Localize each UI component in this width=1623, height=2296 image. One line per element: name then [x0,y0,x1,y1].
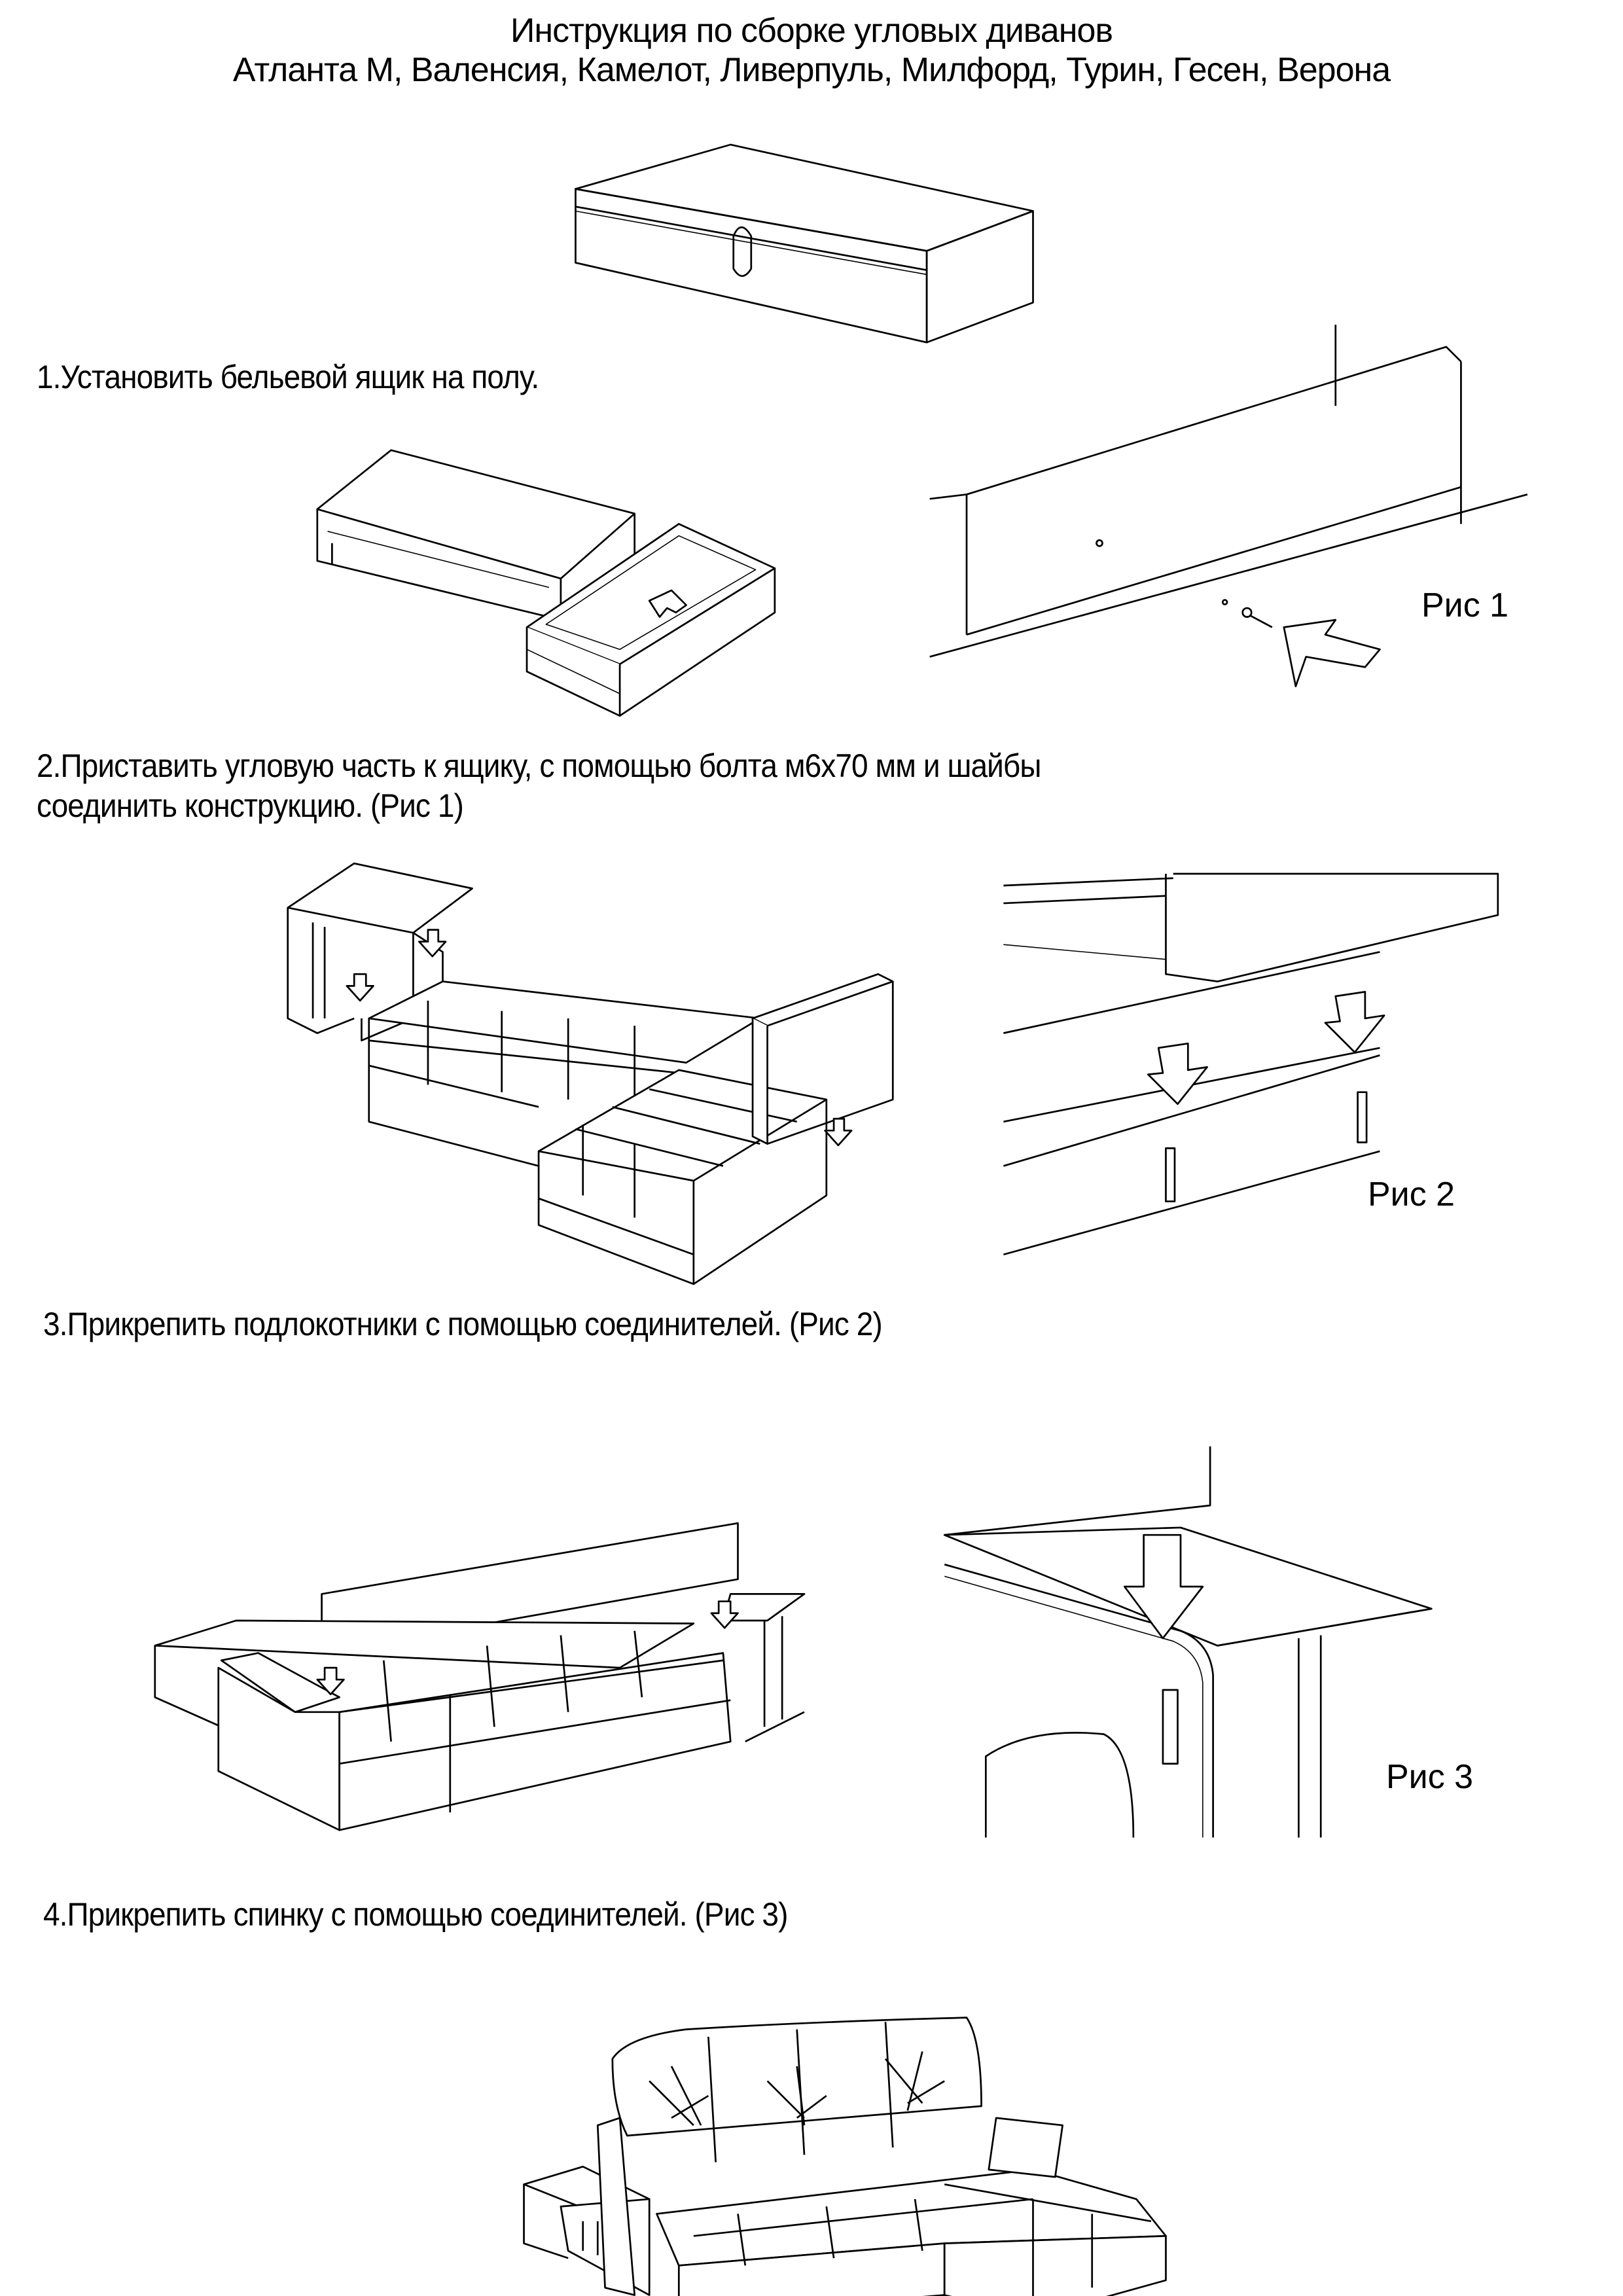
sofa-backrest-illustration [154,1522,806,1831]
figure-3-connector-illustration [943,1446,1433,1838]
document-subtitle-models: Атланта М, Валенсия, Камелот, Ливерпуль,… [232,51,1391,89]
figure-2-label: Рис 2 [1368,1175,1455,1213]
figure-2-connector-illustration [1003,872,1499,1256]
document-title: Инструкция по сборке угловых диванов [510,12,1113,50]
assembled-corner-sofa-illustration [523,2017,1167,2296]
step-2-text-line2: соединить конструкцию. (Рис 1) [37,787,464,824]
step-4-text: 4.Прикрепить спинку с помощью соединител… [43,1896,788,1933]
figure-1-label: Рис 1 [1421,586,1509,624]
figure-3-label: Рис 3 [1386,1758,1474,1796]
storage-box-illustration [575,143,1034,344]
corner-sofa-armrests-illustration [287,862,894,1285]
frame-and-tray-illustration [316,449,776,717]
step-2-text-line1: 2.Приставить угловую часть к ящику, с по… [37,747,1041,784]
step-3-text: 3.Прикрепить подлокотники с помощью соед… [43,1306,883,1342]
figure-1-bolt-illustration [929,325,1528,687]
step-1-text: 1.Установить бельевой ящик на полу. [37,359,539,395]
